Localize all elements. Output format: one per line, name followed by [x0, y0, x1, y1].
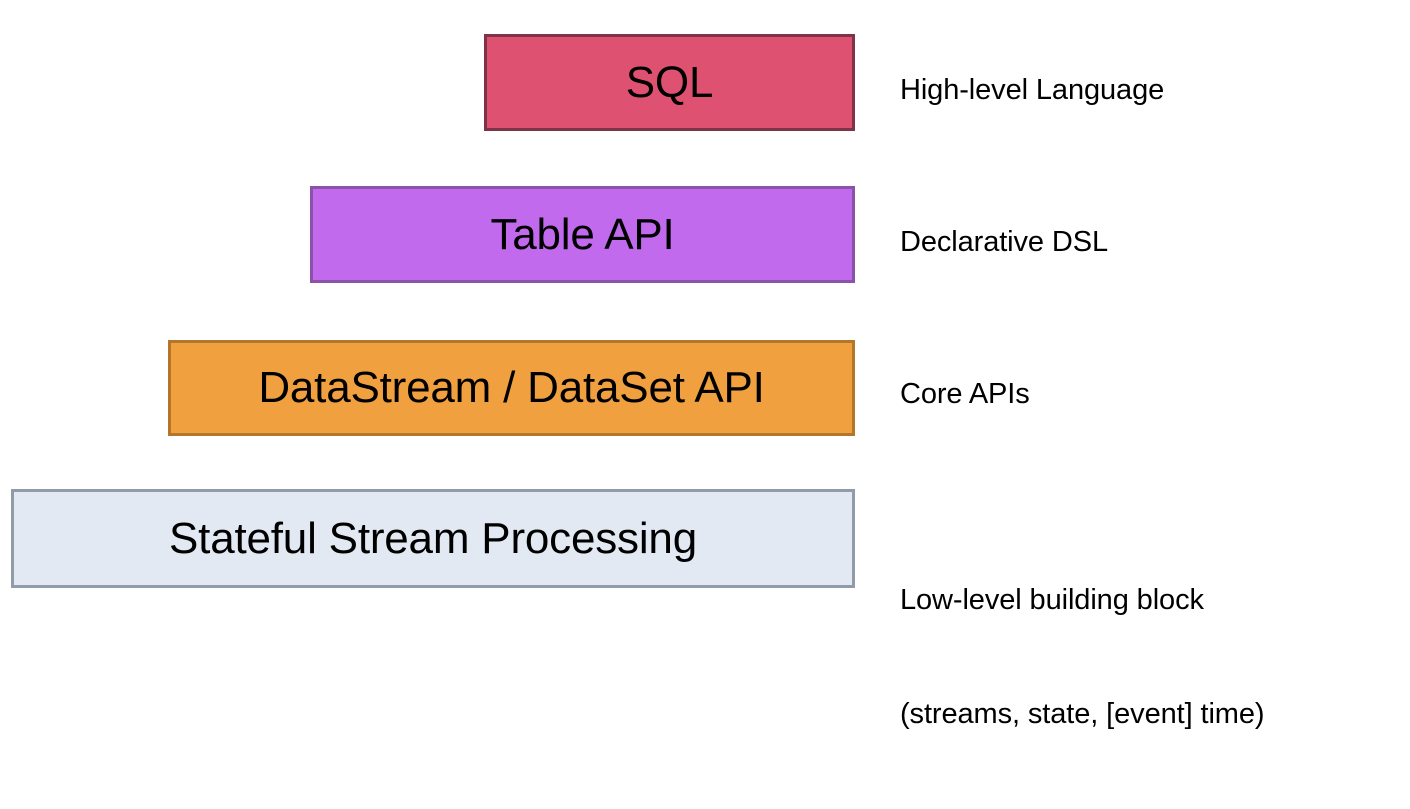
layer-note-stateful-line2: (streams, state, [event] time) [900, 698, 1265, 730]
layer-box-datastream: DataStream / DataSet API [168, 340, 855, 436]
layer-note-table-api: Declarative DSL [900, 226, 1109, 258]
layer-box-sql: SQL [484, 34, 855, 131]
layer-label-stateful: Stateful Stream Processing [169, 513, 697, 563]
layer-note-stateful: Low-level building block (streams, state… [900, 505, 1265, 809]
layer-note-sql: High-level Language [900, 74, 1165, 106]
layer-label-datastream: DataStream / DataSet API [258, 363, 765, 412]
layer-label-sql: SQL [625, 57, 714, 107]
layer-label-table-api: Table API [490, 209, 675, 259]
layer-box-stateful: Stateful Stream Processing [11, 489, 855, 588]
api-abstraction-layers-diagram: SQL High-level Language Table API Declar… [11, 34, 1265, 730]
layer-note-datastream: Core APIs [900, 378, 1030, 410]
layer-note-stateful-line1: Low-level building block [900, 584, 1204, 616]
layer-box-table-api: Table API [310, 186, 855, 283]
